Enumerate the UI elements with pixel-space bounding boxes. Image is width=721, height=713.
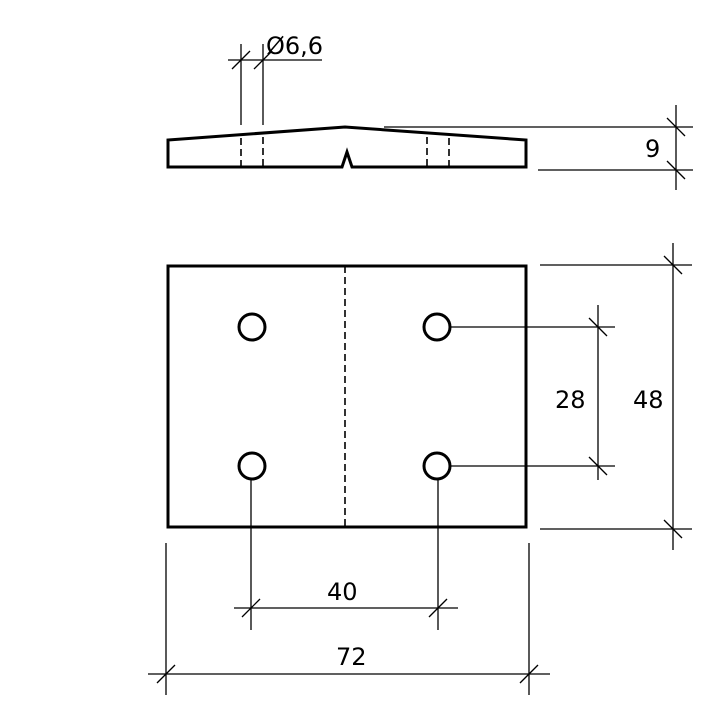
label-height: 48 <box>633 386 664 414</box>
dimension-hole-pitch-vertical: 28 <box>450 305 615 480</box>
dimension-height: 48 <box>540 243 692 550</box>
label-thickness: 9 <box>645 135 660 163</box>
dimension-hole-diameter: Ø6,6 <box>228 32 323 125</box>
dimension-thickness: 9 <box>384 105 693 190</box>
dimension-width: 72 <box>148 543 550 695</box>
hole-bottom-right <box>422 451 452 481</box>
label-width: 72 <box>336 643 367 671</box>
label-hole-pitch-vertical: 28 <box>555 386 586 414</box>
side-view-outline <box>166 125 528 169</box>
hole-top-right <box>422 312 452 342</box>
label-hole-diameter: Ø6,6 <box>266 32 323 60</box>
top-view <box>166 264 528 529</box>
label-hole-pitch-horizontal: 40 <box>327 578 358 606</box>
side-view <box>166 125 528 169</box>
dimension-hole-pitch-horizontal: 40 <box>234 478 458 630</box>
hole-top-left <box>237 312 267 342</box>
top-view-outline <box>166 264 528 529</box>
hole-bottom-left <box>237 451 267 481</box>
